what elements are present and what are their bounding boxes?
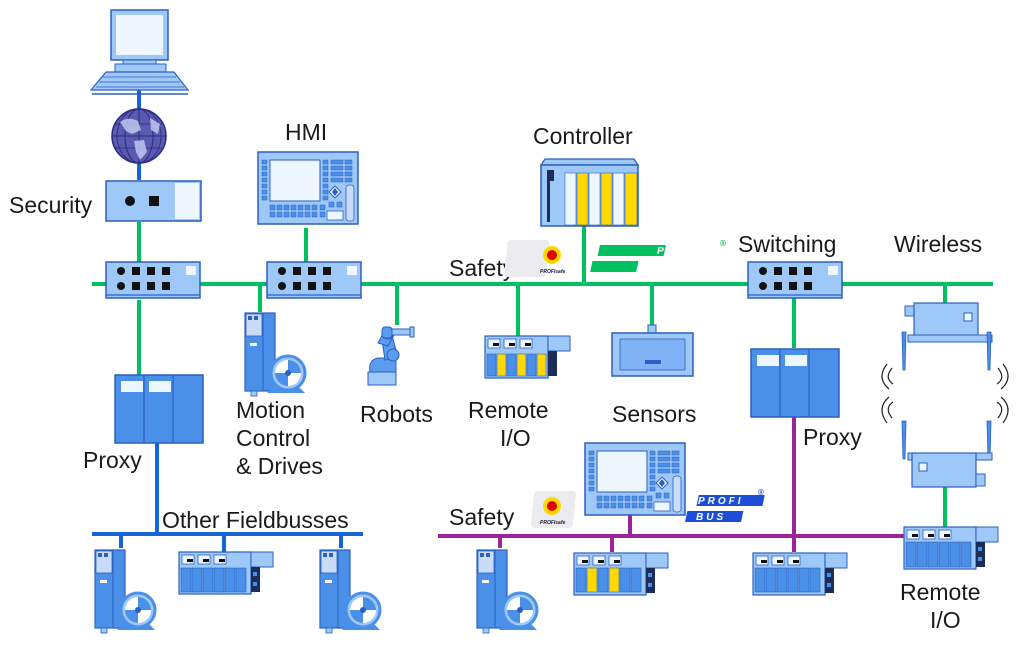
robot-icon: [367, 326, 415, 386]
other-fieldbusses-label: Other Fieldbusses: [162, 507, 349, 533]
switch-main: [747, 261, 843, 299]
profibus-line: [438, 415, 993, 552]
hmi-panel-profibus: [584, 442, 686, 516]
switch-hmi: [266, 261, 362, 299]
fieldbus-drive-2: [318, 548, 382, 635]
hmi-panel: [257, 151, 359, 225]
globe-icon: [111, 108, 167, 164]
security-appliance: [105, 180, 202, 222]
proxy-left: [114, 374, 204, 444]
wireless-ap-bottom: [901, 420, 993, 488]
motion-label-3: & Drives: [236, 453, 323, 479]
svg-text:NET: NET: [658, 262, 687, 273]
remote-io-label-2: I/O: [500, 425, 531, 451]
profinet-bus: [92, 222, 993, 527]
profisafe-logo-bottom: PROFIsafe: [530, 491, 576, 528]
profibus-logo: PROFI BUS ®: [685, 488, 765, 523]
switching-label: Switching: [738, 231, 836, 257]
robots-label: Robots: [360, 401, 433, 427]
computer-icon: [89, 9, 190, 95]
sensor-device: [611, 324, 694, 377]
proxy-left-label: Proxy: [83, 447, 142, 473]
hmi-label: HMI: [285, 119, 327, 145]
svg-text:PROFI: PROFI: [698, 496, 744, 507]
fieldbus-drive-1: [93, 548, 157, 635]
svg-text:®: ®: [720, 239, 726, 248]
remote-io-right-label-2: I/O: [930, 607, 961, 633]
profinet-logo: PROFI NET ®: [590, 239, 726, 273]
remote-io-top: [484, 335, 571, 379]
svg-text:®: ®: [758, 488, 764, 497]
motion-label-2: Control: [236, 425, 310, 451]
remote-io-label-1: Remote: [468, 397, 549, 423]
sensors-label: Sensors: [612, 401, 696, 427]
safety-top-label: Safety: [449, 255, 515, 281]
svg-text:BUS: BUS: [696, 512, 726, 523]
svg-text:PROFIsafe: PROFIsafe: [540, 520, 566, 526]
profibus-drive: [475, 548, 539, 635]
motion-label-1: Motion: [236, 397, 305, 423]
profisafe-logo-top: PROFIsafe: [504, 240, 566, 277]
controller-label: Controller: [533, 123, 633, 149]
wireless-ap-top: [901, 302, 993, 371]
wireless-label: Wireless: [894, 231, 982, 257]
controller-plc: [539, 158, 640, 227]
motion-drive: [243, 311, 307, 398]
wifi-signal-icon: [881, 363, 1009, 424]
proxy-right: [750, 348, 840, 418]
proxy-right-label: Proxy: [803, 424, 862, 450]
security-label: Security: [9, 192, 93, 218]
switch-left: [105, 261, 201, 299]
svg-text:PROFIsafe: PROFIsafe: [540, 269, 566, 275]
remote-io-right-label-1: Remote: [900, 579, 981, 605]
safety-bottom-label: Safety: [449, 504, 515, 530]
svg-text:PROFI: PROFI: [657, 246, 703, 257]
